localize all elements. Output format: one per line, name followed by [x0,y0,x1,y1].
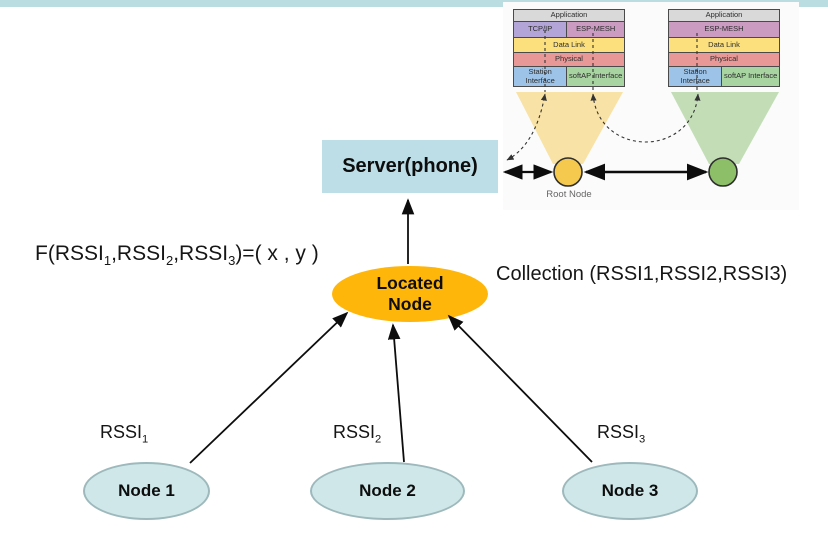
layer-data-link: Data Link [668,37,780,53]
layer-station-interface: Station Interface [668,66,723,87]
node2-to-located-arrow [387,323,405,463]
stack-row: Data Link [668,37,780,53]
node1-ellipse: Node 1 [83,462,210,520]
layer-esp-mesh: ESP-MESH [566,21,625,38]
node2-ellipse: Node 2 [310,462,465,520]
stack-row: ESP-MESH [668,21,780,38]
rssi3-label: RSSI3 [597,422,646,446]
rssi2-label: RSSI2 [333,422,382,446]
layer-softap-interface: softAP Interface [721,66,780,87]
server-box: Server(phone) [322,140,498,193]
server-label: Server(phone) [342,155,478,177]
node3-to-located-arrow [447,314,593,463]
node3-ellipse: Node 3 [562,462,698,520]
top-accent-bar [0,0,828,7]
layer-esp-mesh: ESP-MESH [668,21,780,38]
layer-physical: Physical [513,52,625,67]
located-node-label-line2: Node [388,294,432,314]
located-node-ellipse: Located Node [332,266,488,322]
root-node-label: Root Node [546,189,592,200]
node1-to-located-arrow [189,311,349,464]
layer-softap-interface: softAP Interface [566,66,625,87]
localization-formula: F(RSSI1,RSSI2,RSSI3)=( x , y ) [35,242,319,269]
node3-label: Node 3 [601,481,659,500]
layer-tcp-ip: TCP/IP [513,21,568,38]
node1-label: Node 1 [118,481,175,500]
layer-physical: Physical [668,52,780,67]
stack-row: Physical [513,52,625,67]
stack-row: Data Link [513,37,625,53]
node2-label: Node 2 [359,481,416,500]
located-node-label-line1: Located [376,273,444,294]
stack-row: Physical [668,52,780,67]
layer-station-interface: Station Interface [513,66,568,87]
rssi1-label: RSSI1 [100,422,149,446]
layer-data-link: Data Link [513,37,625,53]
collection-label: Collection (RSSI1,RSSI2,RSSI3) [496,263,788,285]
